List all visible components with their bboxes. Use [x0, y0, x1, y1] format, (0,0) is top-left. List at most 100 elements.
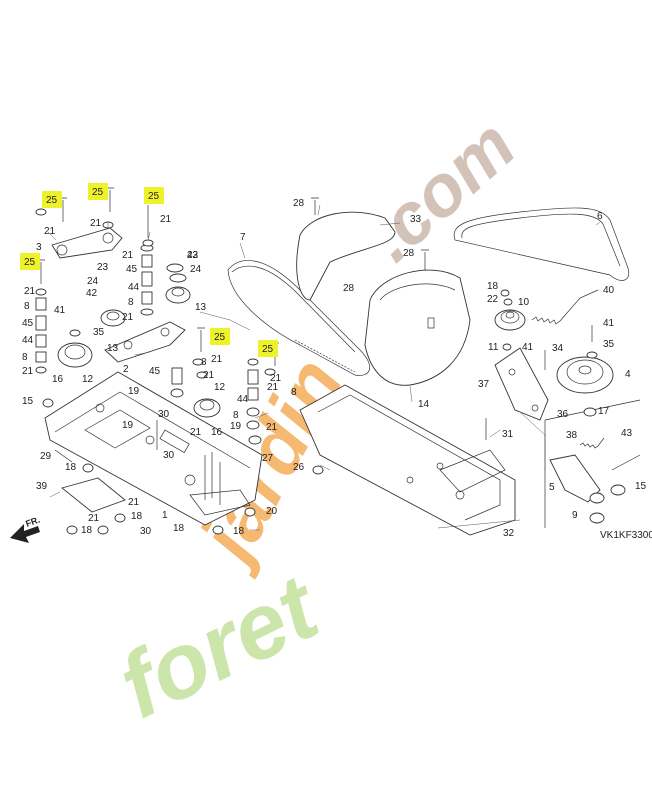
tension-arm-3: [51, 227, 123, 259]
callout-21: 21: [211, 354, 223, 365]
callout-23: 23: [97, 262, 109, 273]
callout-9: 9: [572, 510, 578, 521]
callout-16: 16: [211, 427, 223, 438]
callout-13: 13: [107, 343, 119, 354]
plate-39: [61, 477, 126, 513]
callout-21: 21: [90, 218, 102, 229]
bracket-37: [494, 347, 549, 421]
callout-12: 12: [214, 382, 226, 393]
spring-40: [531, 289, 599, 325]
callout-21: 21: [190, 427, 202, 438]
callout-20: 20: [266, 506, 278, 517]
callout-30: 30: [158, 409, 170, 420]
callout-21: 21: [128, 497, 140, 508]
callout-42: 42: [187, 250, 199, 261]
pulley-4: [556, 356, 614, 394]
callout-19: 19: [230, 421, 242, 432]
callout-16: 16: [52, 374, 64, 385]
callout-21: 21: [122, 250, 134, 261]
callout-41: 41: [522, 342, 534, 353]
callout-8: 8: [24, 301, 30, 312]
callout-25: 25: [262, 344, 274, 355]
callout-32: 32: [503, 528, 515, 539]
deck-housing-32: [299, 384, 516, 536]
callout-19: 19: [128, 386, 140, 397]
callout-21: 21: [270, 373, 282, 384]
callout-highlight: [210, 328, 230, 345]
callout-3: 3: [36, 242, 42, 253]
callout-27: 27: [262, 453, 274, 464]
callout-11: 11: [488, 342, 499, 353]
callout-1: 1: [162, 510, 168, 521]
callout-22: 22: [487, 294, 499, 305]
callout-10: 10: [518, 297, 530, 308]
callout-28: 28: [343, 283, 355, 294]
callout-35: 35: [603, 339, 615, 350]
callout-21: 21: [22, 366, 34, 377]
nuts-washers: [35, 208, 598, 535]
callout-21: 21: [160, 214, 172, 225]
callout-highlight: [42, 191, 62, 208]
callout-8: 8: [233, 410, 239, 421]
callout-44: 44: [128, 282, 140, 293]
callout-18: 18: [65, 462, 77, 473]
callout-17: 17: [598, 406, 610, 417]
callout-21: 21: [267, 382, 279, 393]
callout-highlight: [88, 183, 108, 200]
part-drawings: [10, 187, 641, 543]
callout-13: 13: [195, 302, 207, 313]
callout-25: 25: [24, 257, 36, 268]
callout-43: 43: [621, 428, 633, 439]
callout-35: 35: [93, 327, 105, 338]
callout-44: 44: [237, 394, 249, 405]
callout-8: 8: [201, 357, 207, 368]
callout-18: 18: [81, 525, 93, 536]
belt-cover-33: [296, 211, 396, 301]
callout-39: 39: [36, 481, 48, 492]
callout-33: 33: [410, 214, 422, 225]
callout-14: 14: [418, 399, 430, 410]
callout-24: 24: [190, 264, 202, 275]
pulley-10: [494, 309, 526, 331]
diagram-code: VK1KF3300A: [600, 530, 652, 541]
callout-12: 12: [82, 374, 94, 385]
callout-24: 24: [87, 276, 99, 287]
callout-21: 21: [88, 513, 100, 524]
callout-45: 45: [22, 318, 34, 329]
callout-15: 15: [22, 396, 34, 407]
callout-44: 44: [22, 335, 34, 346]
callout-21: 21: [203, 370, 215, 381]
callout-21: 21: [44, 226, 56, 237]
callout-15: 15: [635, 481, 647, 492]
callout-6: 6: [597, 211, 603, 222]
callout-8: 8: [22, 352, 28, 363]
callout-5: 5: [549, 482, 555, 493]
callout-41: 41: [54, 305, 66, 316]
callout-18: 18: [131, 511, 143, 522]
spacer-stack-right: [246, 358, 262, 445]
callout-36: 36: [557, 409, 569, 420]
callout-25: 25: [46, 195, 58, 206]
callout-highlight: [20, 253, 40, 270]
callout-18: 18: [173, 523, 185, 534]
callout-45: 45: [126, 264, 138, 275]
callout-2: 2: [123, 364, 129, 375]
callout-25: 25: [92, 187, 104, 198]
base-plate: [44, 371, 263, 526]
callout-30: 30: [140, 526, 152, 537]
callout-45: 45: [149, 366, 161, 377]
callout-18: 18: [487, 281, 499, 292]
callout-7: 7: [240, 232, 246, 243]
callout-21: 21: [266, 422, 278, 433]
callout-8: 8: [291, 387, 297, 398]
callout-38: 38: [566, 430, 578, 441]
pulley-stack-16-left: [170, 367, 221, 418]
idler-bracket-2: [104, 321, 186, 363]
callout-41: 41: [603, 318, 615, 329]
callout-25: 25: [214, 332, 226, 343]
callout-highlight: [144, 187, 164, 204]
callout-19: 19: [122, 420, 134, 431]
